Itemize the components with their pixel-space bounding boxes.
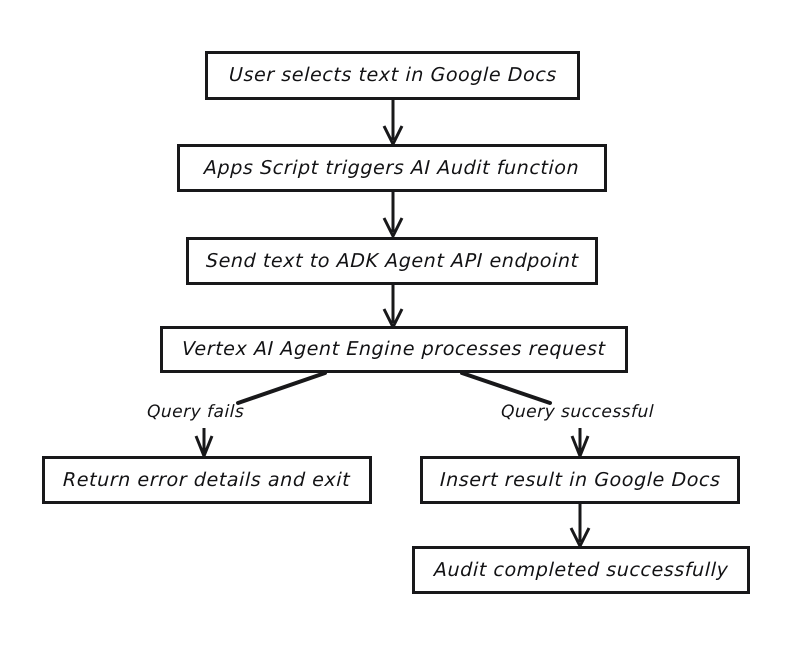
node-vertex-ai-agent-engine[interactable]: Vertex AI Agent Engine processes request [160,326,628,373]
node-send-text-to-adk[interactable]: Send text to ADK Agent API endpoint [186,237,598,285]
arrow-n1-to-n2 [382,100,404,148]
node-return-error-details[interactable]: Return error details and exit [42,456,372,504]
node-label: User selects text in Google Docs [228,64,557,86]
node-label: Send text to ADK Agent API endpoint [205,249,579,272]
node-apps-script-triggers[interactable]: Apps Script triggers AI Audit function [177,144,607,192]
edge-label-query-fails: Query fails [146,402,245,422]
node-label: Insert result in Google Docs [439,468,721,491]
arrow-n6-to-n7 [569,504,591,550]
edge-label-query-successful: Query successful [500,402,655,422]
node-label: Vertex AI Agent Engine processes request [181,338,607,360]
node-label: Audit completed successfully [433,558,729,581]
node-insert-result[interactable]: Insert result in Google Docs [420,456,740,504]
node-label: Return error details and exit [63,468,352,491]
node-user-selects-text[interactable]: User selects text in Google Docs [205,51,580,100]
arrow-n3-to-n4 [382,285,404,331]
node-audit-completed[interactable]: Audit completed successfully [412,546,750,594]
node-label: Apps Script triggers AI Audit function [204,156,581,179]
arrow-n2-to-n3 [382,192,404,240]
